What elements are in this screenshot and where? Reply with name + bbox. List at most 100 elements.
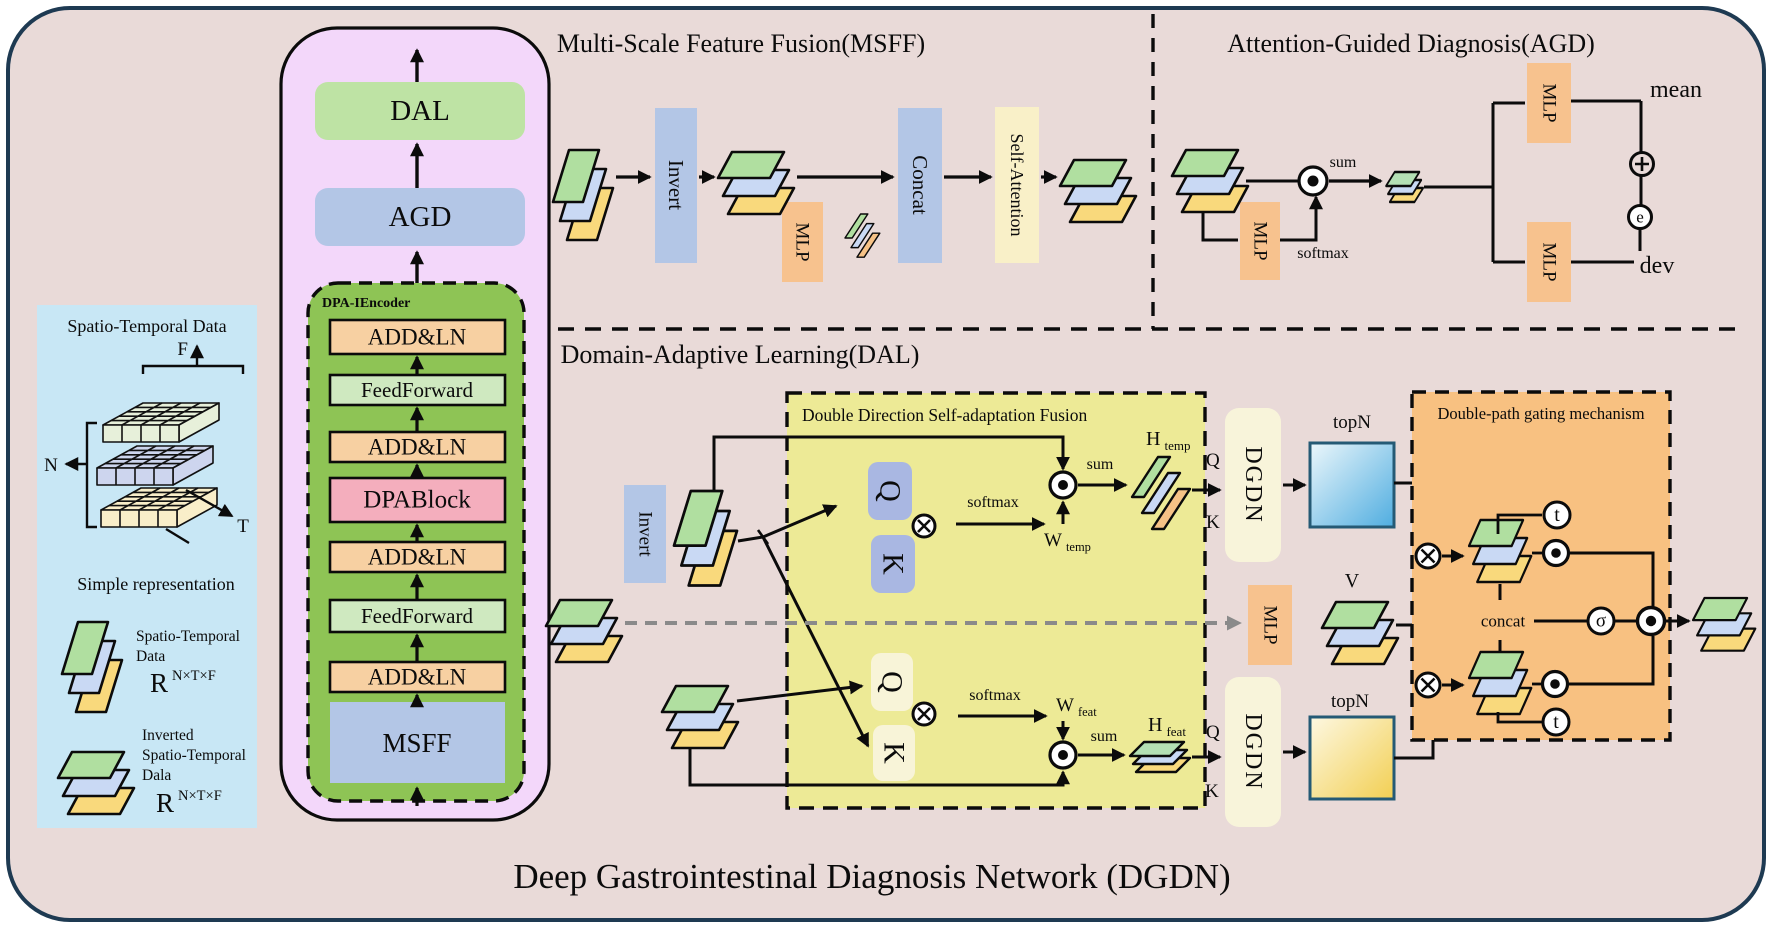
inverted-to-k-feat-arrow: [761, 536, 870, 748]
block-addln-4: ADD&LN: [368, 665, 467, 690]
dal-output-label: DAL: [390, 95, 450, 127]
h-feat-stack: [1128, 740, 1192, 774]
gate-sigmoid-icon: [1586, 606, 1616, 636]
inverted-to-q-temp-arrow: [762, 504, 838, 539]
agd-plus-icon: [1629, 151, 1655, 177]
junction-stub-line: [737, 535, 764, 543]
h-temp-base: H: [1146, 428, 1160, 450]
dgdn-feat-label: DGDN: [1240, 713, 1266, 790]
elementwise-product-temp-icon: [1048, 470, 1078, 500]
gating-box: [1410, 390, 1672, 742]
agd-elementwise-product-icon: [1297, 165, 1329, 197]
agd-mlp-attn-box: [1240, 202, 1280, 280]
gate-bottom-join-line: [1569, 636, 1655, 686]
agd-output-label: AGD: [389, 201, 452, 233]
encoder-column: DAL AGD DPA-IEncoder ADD&LN FeedForward …: [279, 26, 551, 822]
msff-mlp-label: MLP: [792, 222, 813, 261]
fusion-title: Double Direction Self-adaptation Fusion: [802, 405, 1088, 425]
topn-feat-label: topN: [1331, 691, 1369, 712]
spatio-temporal-data-panel: Spatio-Temporal Data F N T Simple repres…: [37, 305, 257, 828]
k-temp-label: K: [877, 553, 910, 575]
msff-concat-label: Concat: [908, 155, 932, 215]
dal-invert-label: Invert: [635, 511, 656, 557]
w-temp-base: W: [1044, 530, 1062, 551]
dgdn-feat-box: [1225, 677, 1281, 827]
agd-mean-dev-lines: [1571, 99, 1643, 264]
q-temp-label: Q: [874, 480, 907, 502]
sum-temp-label: sum: [1087, 456, 1114, 473]
msff-invert-label: Invert: [664, 160, 688, 210]
gate-top-join-line: [1570, 551, 1655, 606]
dgdn-temp-label: DGDN: [1240, 446, 1266, 523]
msff-title: Multi-Scale Feature Fusion(MSFF): [557, 29, 925, 58]
gate-matmul-bottom-icon: [1414, 671, 1442, 699]
agd-mlp-mean-label: MLP: [1539, 83, 1560, 122]
msff-concat-box: [898, 108, 942, 263]
h-feat-base: H: [1148, 714, 1162, 736]
agd-dev-label: dev: [1640, 253, 1675, 279]
agd-title: Attention-Guided Diagnosis(AGD): [1227, 29, 1595, 58]
topn-temp-box: [1308, 441, 1396, 529]
h-temp-label: H temp: [1146, 428, 1190, 453]
legend1-formula: R N×T×F: [150, 668, 216, 698]
softmax-temp-label: softmax: [967, 494, 1019, 511]
original-to-product-line: [688, 748, 1070, 787]
legend2-formula-sup: N×T×F: [178, 788, 222, 804]
data-panel-background: [37, 305, 257, 828]
agd-mlp-mean-box: [1527, 63, 1571, 143]
simple-representation-label: Simple representation: [77, 574, 234, 594]
agd-section: Attention-Guided Diagnosis(AGD) MLP soft…: [1170, 29, 1702, 302]
dal-section: Domain-Adaptive Learning(DAL) Invert Dou…: [544, 340, 1757, 827]
legend1-line1: Spatio-Temporal: [136, 628, 240, 645]
agd-e-op-icon: [1627, 204, 1653, 230]
msff-mlp-box: [782, 202, 823, 282]
spatio-temporal-cube: [96, 402, 220, 528]
agd-mlp-attn-label: MLP: [1250, 221, 1271, 260]
agd-e-op-label: e: [1636, 208, 1644, 227]
gate-tanh-top-icon: [1542, 500, 1572, 530]
gating-title: Double-path gating mechanism: [1437, 404, 1644, 423]
elementwise-product-feat-icon: [1048, 740, 1078, 770]
dal-title: Domain-Adaptive Learning(DAL): [561, 340, 920, 369]
data-panel-title: Spatio-Temporal Data: [67, 316, 226, 336]
w-temp-sub: temp: [1066, 540, 1091, 554]
axis-f-label: F: [177, 339, 188, 360]
gate-tanh-bottom-icon: [1541, 707, 1571, 737]
agd-output-block: [315, 188, 525, 246]
gate-product-top-icon: [1541, 538, 1571, 568]
w-feat-sub: feat: [1078, 705, 1097, 719]
gate-sigmoid-label: σ: [1596, 611, 1606, 632]
axis-n-label: N: [44, 455, 58, 476]
gate-product-bottom-icon: [1540, 669, 1570, 699]
k-temp-box: [871, 535, 915, 593]
agd-mean-label: mean: [1650, 77, 1702, 103]
q-feat-box: [871, 653, 913, 711]
axis-f-bracket: [141, 344, 245, 374]
axis-t-label: T: [237, 516, 249, 537]
agd-softmax-label: softmax: [1297, 245, 1349, 262]
msff-section: Multi-Scale Feature Fusion(MSFF) Invert …: [551, 29, 1138, 282]
h-feat-sub: feat: [1166, 724, 1186, 739]
h-feat-label: H feat: [1148, 714, 1186, 739]
k-feat-box: [873, 725, 915, 781]
k-feat-label: K: [878, 742, 911, 764]
io-q-temp-label: Q: [1206, 450, 1220, 471]
msff-self-attention-box: [995, 107, 1039, 263]
block-dpablock: DPABlock: [363, 487, 471, 514]
inverted-to-product-line: [712, 435, 1070, 492]
legend2-line2: Spatio-Temporal: [142, 747, 246, 764]
block-feedforward-2: FeedForward: [361, 604, 473, 628]
matmul-feat-icon: [911, 701, 937, 727]
legend2-line3: Dala: [142, 767, 171, 784]
io-q-feat-label: Q: [1206, 722, 1220, 743]
agd-sum-label: sum: [1330, 154, 1357, 171]
axis-n-bracket: [64, 421, 97, 529]
legend2-line1: Inverted: [142, 727, 194, 744]
agd-mlp-dev-box: [1527, 222, 1571, 302]
msff-invert-box: [655, 108, 697, 263]
msff-self-attention-label: Self-Attention: [1007, 134, 1027, 237]
w-temp-label: W temp: [1044, 530, 1091, 554]
w-feat-base: W: [1056, 695, 1074, 716]
